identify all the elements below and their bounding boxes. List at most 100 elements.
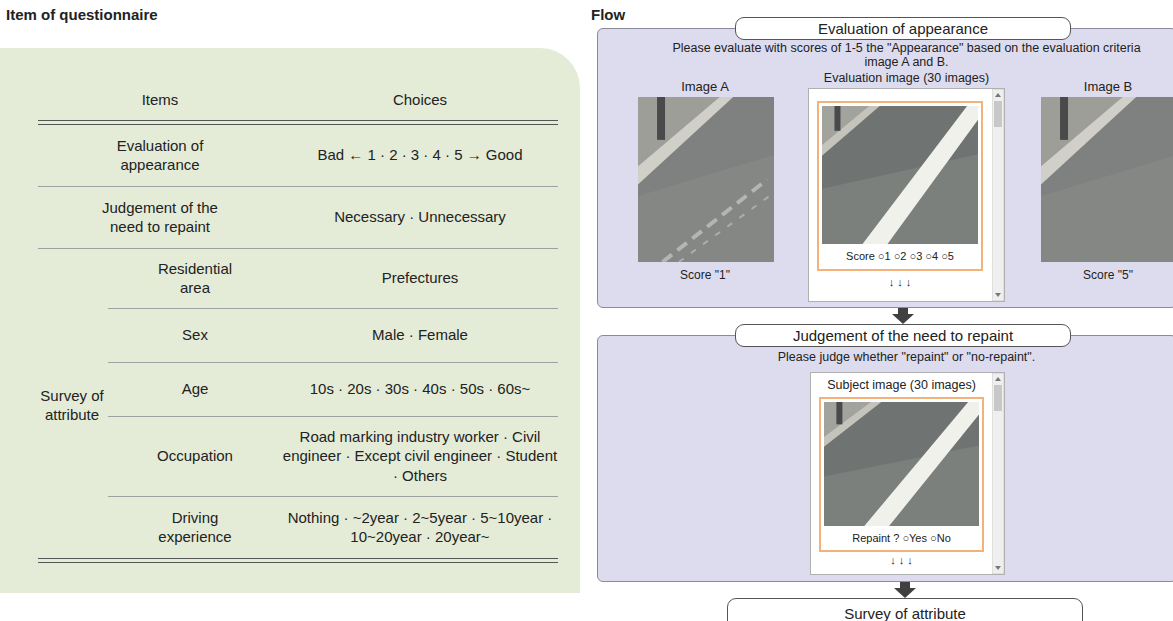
flow-arrow <box>900 582 910 588</box>
instruction-text: Please evaluate with scores of 1-5 the "… <box>654 41 1159 69</box>
table-cell: Occupation <box>135 446 255 466</box>
scroll-up <box>995 377 1001 381</box>
scroll-up <box>995 93 1001 97</box>
scroll-list: Repaint ? ○Yes ○No Subject image (30 imag… <box>810 372 1005 575</box>
table-cell: Necessary · Unnecessary <box>283 207 558 227</box>
text-holder: Judgement of the need to repaint <box>736 326 1070 345</box>
text-holder: Repaint ? ○Yes ○No <box>821 531 982 545</box>
asphalt <box>824 402 979 526</box>
text-holder: Evaluation of appearance <box>736 19 1070 38</box>
instruction-text: Please judge whether "repaint" or "no-re… <box>654 350 1159 364</box>
label-holder: Age <box>145 379 245 399</box>
table-cell: Judgement of the need to repaint <box>90 198 230 237</box>
scrollbar <box>992 373 1004 574</box>
step-box: Survey of attribute <box>727 598 1083 621</box>
pole <box>836 402 842 424</box>
label-holder: Score "5" <box>1053 268 1163 284</box>
label-holder: Residential area <box>145 259 245 298</box>
label-holder: Items <box>60 90 260 110</box>
label-holder: Item of questionnaire <box>6 5 306 25</box>
table-rule <box>108 308 558 309</box>
image-label: Image B <box>1053 79 1163 96</box>
table-cell: Sex <box>145 325 245 345</box>
label-holder: Road marking industry worker · Civil eng… <box>283 427 558 486</box>
table-rule <box>38 562 558 563</box>
table-rule <box>38 186 558 187</box>
text-holder: Evaluation image (30 images) <box>809 71 1004 86</box>
curb <box>824 402 881 447</box>
table-cell: Road marking industry worker · Civil eng… <box>283 427 558 486</box>
table-cell: Survey of attribute <box>35 386 110 425</box>
label-holder: Sex <box>145 325 245 345</box>
table-rule <box>38 120 558 121</box>
asphalt <box>822 106 978 244</box>
table-cell: Residential area <box>145 259 245 298</box>
text-holder: Please evaluate with scores of 1-5 the "… <box>654 41 1159 69</box>
step-title: Evaluation of appearance <box>736 19 1070 38</box>
radio-options: Repaint ? ○Yes ○No <box>821 531 982 545</box>
table-cell: Bad ← 1 · 2 · 3 · 4 · 5 → Good <box>283 145 558 165</box>
table-rule <box>38 248 558 249</box>
faded-marking <box>679 193 774 262</box>
table-rule <box>108 496 558 497</box>
image-label: Image A <box>645 79 765 96</box>
scroll-list: Score ○1 ○2 ○3 ○4 ○5Evaluation image (30… <box>808 88 1005 302</box>
road-photo <box>824 402 979 526</box>
table-cell: Male · Female <box>283 325 558 345</box>
asphalt <box>638 97 774 262</box>
sidewalk <box>638 97 720 166</box>
text-holder: Score ○1 ○2 ○3 ○4 ○5 <box>819 249 981 263</box>
road-photo <box>1041 97 1173 262</box>
image-caption: Score "1" <box>645 268 765 284</box>
text-holder: Survey of attribute <box>728 604 1082 621</box>
scroll-arrows: ↓ ↓ ↓ <box>809 276 991 289</box>
pole <box>1060 97 1068 140</box>
asphalt-shade <box>638 155 774 262</box>
scrollbar <box>992 89 1004 301</box>
table-cell: Driving experience <box>145 508 245 547</box>
flow-panel: Evaluation of appearanceScore ○1 ○2 ○3 ○… <box>597 28 1173 308</box>
table-rule <box>108 362 558 363</box>
label-holder: Male · Female <box>283 325 558 345</box>
table-header: Choices <box>290 90 550 110</box>
label-holder: Survey of attribute <box>35 386 110 425</box>
section-heading: Flow <box>591 5 791 25</box>
asphalt-shade <box>1041 155 1173 262</box>
table-header: Items <box>60 90 260 110</box>
text-holder: Please judge whether "repaint" or "no-re… <box>654 350 1159 364</box>
pole <box>657 97 665 140</box>
image-card: Score ○1 ○2 ○3 ○4 ○5 <box>817 101 983 271</box>
label-holder: Nothing · ~2year · 2~5year · 5~10year · … <box>283 508 558 547</box>
label-holder: Score "1" <box>645 268 765 284</box>
road-photo <box>822 106 978 244</box>
list-heading: Subject image (30 images) <box>811 378 992 393</box>
scroll-arrows: ↓ ↓ ↓ <box>811 554 992 567</box>
table-cell: Prefectures <box>283 268 558 288</box>
road-photo <box>638 97 774 262</box>
label-holder: Prefectures <box>283 268 558 288</box>
label-holder: Judgement of the need to repaint <box>90 198 230 237</box>
label-holder: Choices <box>290 90 550 110</box>
image-card: Repaint ? ○Yes ○No <box>819 397 984 552</box>
table-cell: Evaluation of appearance <box>90 136 230 175</box>
table-rule <box>38 558 558 559</box>
flow-arrow <box>898 308 908 314</box>
scroll-thumb <box>994 101 1002 127</box>
label-holder: Image A <box>645 79 765 96</box>
label-holder: 10s · 20s · 30s · 40s · 50s · 60s~ <box>283 379 558 399</box>
lane-marking <box>863 106 978 244</box>
text-holder: ↓ ↓ ↓ <box>811 554 992 567</box>
curb <box>1041 97 1136 184</box>
step-tab: Judgement of the need to repaint <box>735 324 1071 347</box>
scroll-thumb <box>994 385 1002 411</box>
section-heading: Item of questionnaire <box>6 5 306 25</box>
flow-panel: Judgement of the need to repaintRepaint … <box>597 335 1173 582</box>
curb <box>822 106 880 156</box>
scroll-track <box>992 373 1004 574</box>
faded-marking <box>662 180 767 263</box>
table-cell: Nothing · ~2year · 2~5year · 5~10year · … <box>283 508 558 547</box>
table-cell: 10s · 20s · 30s · 40s · 50s · 60s~ <box>283 379 558 399</box>
scroll-down <box>995 566 1001 570</box>
step-title: Survey of attribute <box>728 604 1082 621</box>
